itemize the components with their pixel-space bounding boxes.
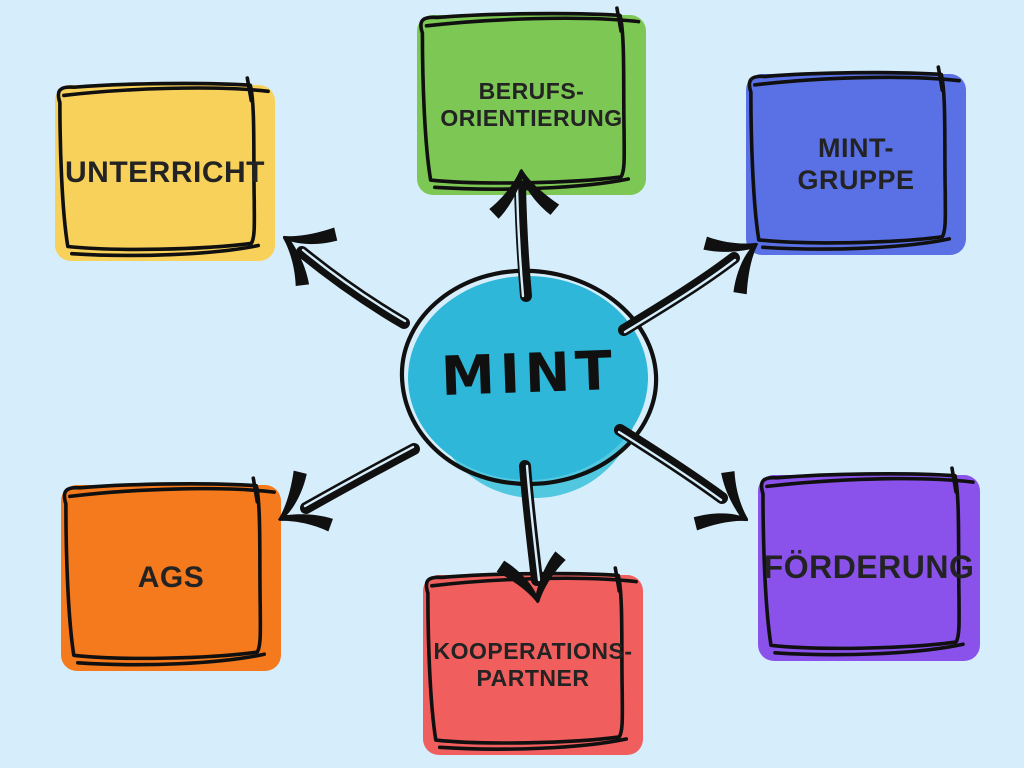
node-mint-gruppe-fill: [746, 74, 966, 255]
node-kooperationspartner-label: KOOPERATIONS- PARTNER: [433, 637, 633, 691]
node-unterricht-fill: [55, 85, 275, 261]
node-kooperationspartner: KOOPERATIONS- PARTNER: [414, 566, 652, 764]
center-node-mint: MINT: [395, 258, 665, 508]
node-foerderung-label: FÖRDERUNG: [763, 549, 975, 586]
node-berufsorientierung: BERUFS- ORIENTIERUNG: [408, 6, 655, 204]
node-berufsorientierung-fill: [417, 15, 646, 195]
node-unterricht: UNTERRICHT: [46, 76, 284, 270]
node-berufsorientierung-label: BERUFS- ORIENTIERUNG: [440, 77, 623, 131]
node-ags: AGS: [52, 476, 290, 680]
center-circle-fill: [408, 276, 648, 480]
sketch-border: [52, 476, 290, 680]
node-ags-label: AGS: [137, 561, 205, 595]
node-mint-gruppe: MINT- GRUPPE: [737, 65, 975, 264]
node-foerderung: FÖRDERUNG: [749, 466, 989, 670]
sketch-border: [749, 466, 989, 670]
node-foerderung-fill: [758, 475, 980, 661]
center-node-label: MINT: [440, 338, 618, 408]
node-unterricht-label: UNTERRICHT: [65, 156, 265, 190]
arrow-center-to-unterricht: [263, 206, 410, 329]
node-mint-gruppe-label: MINT- GRUPPE: [797, 132, 915, 195]
node-ags-fill: [61, 485, 281, 671]
sketch-border: [46, 76, 284, 270]
